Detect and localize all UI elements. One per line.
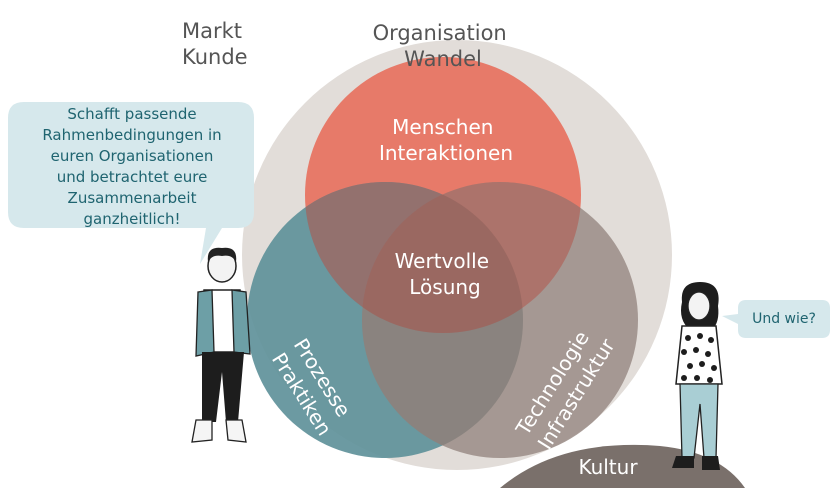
organisation-line: Organisation bbox=[373, 21, 507, 45]
overlap-top-right bbox=[362, 182, 581, 333]
markt-kunde-label: Markt Kunde bbox=[182, 19, 249, 69]
speech-left-line-2: Rahmenbedingungen in bbox=[42, 126, 222, 144]
speech-left-line-4: und betrachtet eure bbox=[56, 168, 208, 186]
wertvolle-loesung-label: Wertvolle Lösung bbox=[395, 249, 496, 299]
kunde-line: Kunde bbox=[182, 45, 248, 69]
menschen-label: Menschen Interaktionen bbox=[379, 115, 513, 165]
kultur-label: Kultur bbox=[578, 455, 638, 479]
wertvolle-line: Wertvolle bbox=[395, 249, 489, 273]
speech-left-line-3: euren Organisationen bbox=[50, 147, 214, 165]
interaktionen-line: Interaktionen bbox=[379, 141, 513, 165]
speech-left-line-5: Zusammenarbeit bbox=[67, 189, 197, 207]
loesung-line: Lösung bbox=[409, 275, 481, 299]
speech-bubble-right-text: Und wie? bbox=[738, 308, 830, 330]
markt-line: Markt bbox=[182, 19, 242, 43]
speech-bubble-left-text: Schafft passende Rahmenbedingungen in eu… bbox=[14, 104, 250, 230]
menschen-line: Menschen bbox=[392, 115, 493, 139]
organisation-wandel-label: Organisation Wandel bbox=[373, 21, 514, 71]
speech-right-line: Und wie? bbox=[752, 311, 816, 327]
overlap-left-right bbox=[362, 182, 523, 458]
person-left-illustration bbox=[191, 247, 251, 443]
speech-left-line-6: ganzheitlich! bbox=[83, 210, 181, 228]
speech-bubble-right bbox=[722, 300, 830, 338]
speech-bubble-left bbox=[8, 102, 254, 264]
wandel-line: Wandel bbox=[404, 47, 482, 71]
speech-left-line-1: Schafft passende bbox=[67, 105, 197, 123]
person-right-illustration bbox=[672, 282, 723, 470]
